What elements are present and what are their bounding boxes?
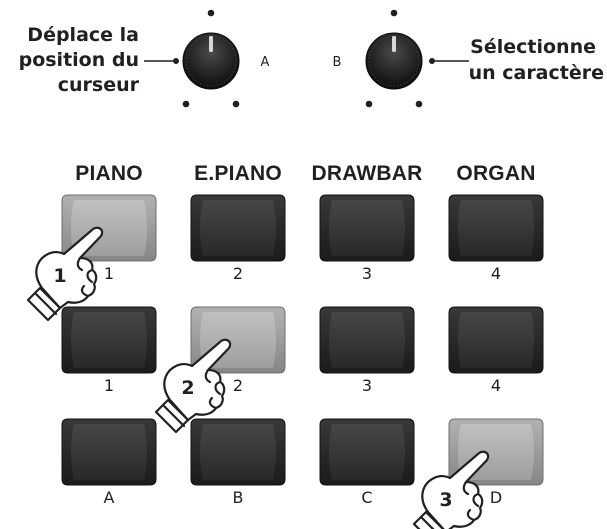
finger-press-icon-2: 2	[154, 338, 232, 434]
button-number-label: 3	[362, 376, 372, 395]
knob-right-scale-dot-top	[390, 9, 398, 17]
knob-left-letter: A	[261, 55, 270, 70]
knob-left-pointer-dot	[173, 58, 179, 64]
category-drawbar-label: DRAWBAR	[311, 162, 422, 185]
category-headers: PIANO E.PIANO DRAWBAR ORGAN	[75, 162, 535, 185]
button-face	[71, 312, 147, 368]
knob-left-scale-dot-top	[207, 9, 215, 17]
button-number-label: C	[361, 488, 372, 507]
button-number-label: 2	[233, 376, 243, 395]
button-number-label: A	[104, 488, 115, 507]
finger-cuff-line	[162, 404, 186, 428]
finger-cuff-line	[34, 292, 58, 316]
finger-cuff-line	[420, 516, 435, 529]
finger-layer: 1 2 3	[26, 226, 490, 529]
button-number-label: 4	[491, 376, 501, 395]
category-piano-label: PIANO	[75, 162, 143, 185]
button-middle-piano[interactable]	[61, 306, 157, 374]
knob-left-desc-line3: curseur	[58, 74, 140, 96]
button-number-label: B	[233, 488, 244, 507]
knob-left-group: Déplace la position du curseur A	[19, 9, 270, 108]
knob-right-indicator	[392, 36, 396, 52]
button-top-epiano[interactable]	[190, 194, 286, 262]
button-face	[71, 424, 147, 480]
knob-right-letter: B	[333, 55, 342, 70]
knob-right-desc-line1: Sélectionne	[470, 36, 596, 58]
finger-cuff	[412, 510, 445, 529]
button-top-drawbar[interactable]	[319, 194, 415, 262]
knob-left-desc-line2: position du	[19, 49, 139, 71]
finger-knuckles	[462, 480, 480, 522]
button-number-label: 4	[491, 264, 501, 283]
button-bottom-piano[interactable]	[61, 418, 157, 486]
category-organ-label: ORGAN	[456, 162, 535, 185]
button-face	[200, 424, 276, 480]
finger-knuckles	[204, 368, 222, 410]
finger-step-number: 1	[53, 265, 66, 287]
finger-press-icon-3: 3	[412, 450, 490, 529]
button-face	[329, 200, 405, 256]
knob-left-desc-line1: Déplace la	[27, 24, 139, 46]
button-top-organ[interactable]	[448, 194, 544, 262]
knob-left-scale-dot-right	[232, 100, 240, 108]
button-face	[458, 200, 534, 256]
button-number-label: D	[490, 488, 502, 507]
button-face	[200, 200, 276, 256]
button-bottom-drawbar[interactable]	[319, 418, 415, 486]
category-epiano-label: E.PIANO	[194, 162, 282, 185]
knob-right-pointer-dot	[429, 58, 435, 64]
knob-left-indicator	[209, 36, 213, 52]
knob-left[interactable]	[182, 32, 240, 90]
button-bottom-epiano[interactable]	[190, 418, 286, 486]
knob-right-desc-line2: un caractère	[469, 62, 604, 84]
button-middle-drawbar[interactable]	[319, 306, 415, 374]
knob-left-scale-dot-left	[182, 100, 190, 108]
button-face	[329, 312, 405, 368]
button-face	[458, 312, 534, 368]
button-middle-organ[interactable]	[448, 306, 544, 374]
knob-right-scale-dot-right	[415, 100, 423, 108]
knob-right-group: B Sélectionne un caractère	[333, 9, 604, 108]
button-number-label: 1	[104, 376, 114, 395]
finger-press-icon-1: 1	[26, 226, 104, 322]
knob-right[interactable]	[365, 32, 423, 90]
button-number-label: 1	[104, 264, 114, 283]
finger-step-number: 2	[181, 377, 194, 399]
button-number-label: 3	[362, 264, 372, 283]
button-number-label: 2	[233, 264, 243, 283]
button-face	[329, 424, 405, 480]
finger-knuckles	[76, 256, 94, 298]
knob-right-scale-dot-left	[365, 100, 373, 108]
finger-step-number: 3	[439, 489, 452, 511]
